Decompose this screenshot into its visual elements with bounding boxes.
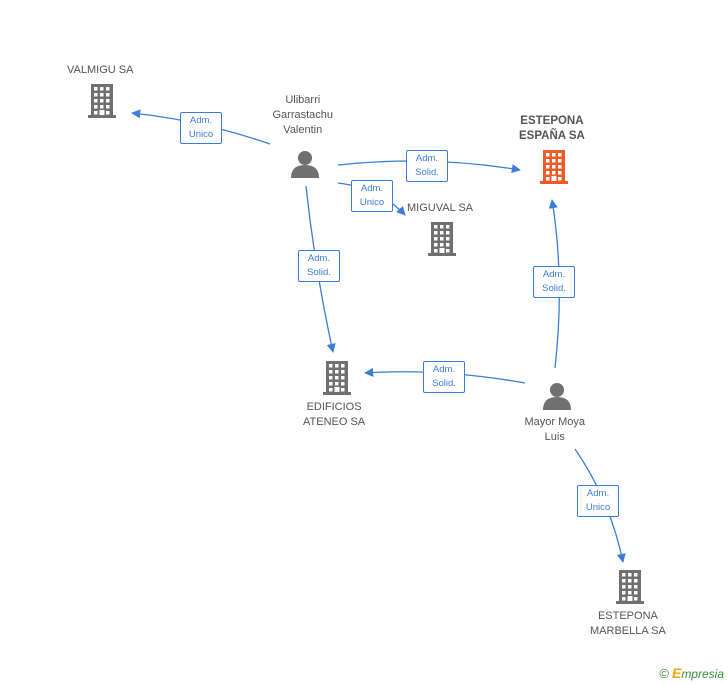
node-label-line: Luis	[544, 431, 565, 443]
footer-brand: ©Empresia	[659, 665, 724, 681]
role-label-line: Unico	[359, 197, 385, 208]
role-label-line: Adm.	[415, 153, 439, 164]
node-label-line: ESTEPONA	[520, 115, 584, 127]
building-icon-estepona_marbella[interactable]	[616, 570, 644, 604]
copyright-icon: ©	[659, 666, 669, 681]
role-label-ulibarri-estepona_espana[interactable]: Adm. Solid.	[406, 150, 448, 182]
node-label-valmigu[interactable]: VALMIGU SA	[67, 63, 133, 78]
node-label-line: Garrastachu	[272, 109, 334, 121]
person-icon-mayor[interactable]	[543, 383, 571, 410]
role-label-ulibarri-valmigu[interactable]: Adm. Unico	[180, 112, 222, 144]
role-label-mayor-edificios[interactable]: Adm. Solid.	[423, 361, 465, 393]
role-label-mayor-estepona_espana[interactable]: Adm. Solid.	[533, 266, 575, 298]
building-icon-estepona_espana[interactable]	[540, 150, 568, 184]
role-label-line: Solid.	[415, 167, 439, 178]
building-icon-valmigu[interactable]	[88, 84, 116, 118]
building-icon-miguval[interactable]	[428, 222, 456, 256]
role-label-ulibarri-miguval[interactable]: Adm. Unico	[351, 180, 393, 212]
role-label-mayor-estepona_marbella[interactable]: Adm. Unico	[577, 485, 619, 517]
brand-logo-initial: E	[671, 665, 682, 681]
node-label-edificios[interactable]: EDIFICIOS ATENEO SA	[303, 400, 365, 430]
node-label-line: ESTEPONA	[597, 610, 658, 622]
role-label-line: Adm.	[542, 269, 566, 280]
role-label-line: Solid.	[542, 283, 566, 294]
role-label-line: Adm.	[586, 488, 610, 499]
node-label-line: ATENEO SA	[303, 416, 366, 428]
node-label-estepona_espana[interactable]: ESTEPONA ESPAÑA SA	[519, 114, 585, 144]
node-label-miguval[interactable]: MIGUVAL SA	[407, 201, 473, 216]
node-label-line: MIGUVAL SA	[407, 202, 474, 214]
node-label-line: VALMIGU SA	[67, 64, 134, 76]
node-label-line: ESPAÑA SA	[519, 130, 585, 142]
role-label-ulibarri-edificios[interactable]: Adm. Solid.	[298, 250, 340, 282]
role-label-line: Adm.	[432, 364, 456, 375]
role-label-line: Adm.	[189, 115, 213, 126]
node-label-line: Mayor Moya	[524, 416, 586, 428]
node-label-line: Valentin	[283, 124, 323, 136]
person-icon-ulibarri[interactable]	[291, 151, 319, 178]
role-label-line: Adm.	[307, 253, 331, 264]
role-label-line: Unico	[585, 502, 611, 513]
role-label-line: Unico	[188, 129, 214, 140]
node-label-line: EDIFICIOS	[306, 401, 362, 413]
role-label-line: Solid.	[307, 267, 331, 278]
node-label-estepona_marbella[interactable]: ESTEPONA MARBELLA SA	[590, 609, 666, 639]
node-label-line: MARBELLA SA	[590, 625, 666, 637]
role-label-line: Solid.	[432, 378, 456, 389]
role-label-line: Adm.	[360, 183, 384, 194]
brand-logo-text: mpresia	[681, 667, 724, 681]
building-icon-edificios[interactable]	[323, 361, 351, 395]
node-label-line: Ulibarri	[285, 94, 321, 106]
